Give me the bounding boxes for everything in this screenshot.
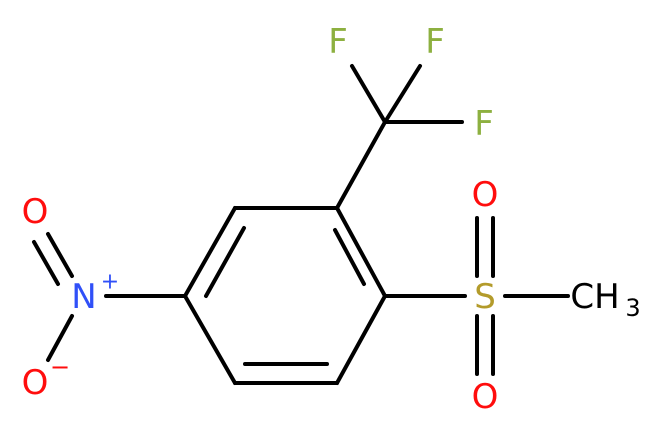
bond-ring	[335, 206, 387, 298]
bond-c-f	[383, 64, 422, 124]
bond-n-o	[46, 314, 74, 362]
bond-ring-double	[333, 228, 366, 286]
atom-oxygen: O	[472, 377, 499, 417]
oxygen-charge: −	[50, 353, 70, 381]
nitrogen-charge: +	[101, 270, 119, 295]
bond-c-cf3	[335, 120, 387, 210]
atoms: F F F S O O CH 3 N + O O −	[22, 22, 641, 417]
atom-oxygen: O	[472, 175, 499, 215]
atom-nitrogen: N	[71, 277, 96, 317]
bond-ring	[183, 206, 237, 298]
atom-fluorine: F	[425, 22, 445, 62]
bond-c-f	[350, 64, 387, 124]
bond-n-o	[32, 240, 60, 286]
bond-ring-double	[204, 226, 246, 298]
atom-sulfur: S	[474, 277, 496, 317]
bonds	[32, 64, 570, 385]
bond-n-o	[46, 232, 74, 278]
atom-oxygen: O	[22, 192, 49, 232]
methyl-subscript: 3	[625, 294, 640, 322]
atom-fluorine: F	[474, 104, 494, 144]
bond-ring	[335, 294, 387, 385]
methyl-label: CH	[570, 277, 619, 317]
bond-ring	[183, 294, 237, 385]
atom-oxygen: O	[22, 363, 49, 403]
atom-fluorine: F	[328, 22, 348, 62]
